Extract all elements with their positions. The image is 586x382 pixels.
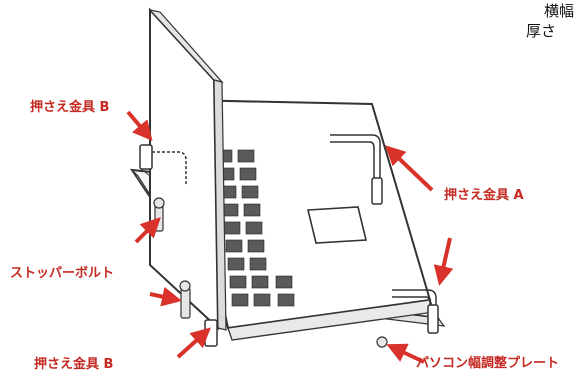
pointer-arrows [126, 110, 454, 364]
keyboard [215, 149, 295, 307]
laptop-lid [148, 7, 227, 331]
header-line-1: 横幅 [544, 2, 575, 20]
label-clamp-b-bottom: 押さえ金具 B [34, 357, 114, 372]
label-adjust-plate: パソコン幅調整プレート [416, 356, 560, 371]
header-line-2: 厚さ [526, 22, 557, 40]
touchpad [306, 206, 368, 244]
label-clamp-a: 押さえ金具 A [444, 188, 524, 203]
label-clamp-b-top: 押さえ金具 B [30, 100, 110, 115]
label-stopper-bolt: ストッパーボルト [10, 266, 115, 281]
clamp-a [330, 134, 439, 334]
